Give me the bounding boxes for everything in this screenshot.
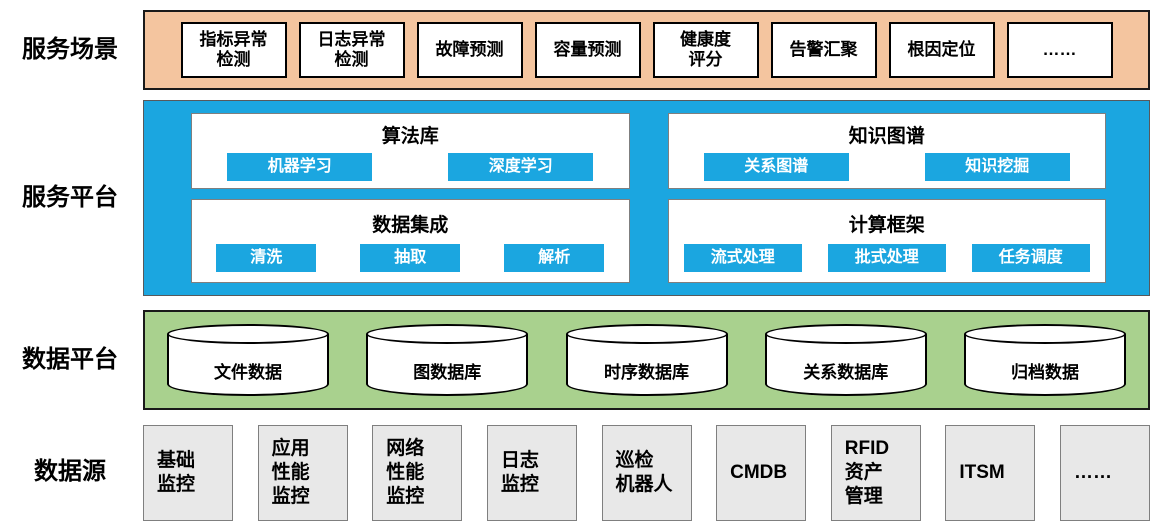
platform-band: 算法库 机器学习 深度学习 知识图谱 关系图谱 知识挖掘 数据集成 清洗 抽取 …: [143, 100, 1150, 296]
scenarios-band: 指标异常 检测 日志异常 检测 故障预测 容量预测 健康度 评分 告警汇聚 根因…: [143, 10, 1150, 90]
layer-label-data-platform: 数据平台: [22, 346, 118, 373]
panel-button-row: 关系图谱 知识挖掘: [669, 152, 1106, 181]
panel-button-row: 清洗 抽取 解析: [192, 244, 629, 272]
layer-label-scenarios: 服务场景: [22, 36, 118, 63]
source-box-rfid-assets: RFID 资产 管理: [830, 425, 921, 521]
scenario-box-root-cause: 根因定位: [888, 22, 995, 78]
panel-button-row: 机器学习 深度学习: [192, 152, 629, 181]
cylinder-lid: [764, 324, 927, 344]
layer-label-data-sources: 数据源: [34, 458, 106, 485]
source-box-apm: 应用 性能 监控: [257, 425, 348, 521]
database-cylinder-archive-data: 归档数据: [964, 324, 1126, 396]
source-box-itsm: ITSM: [945, 425, 1036, 521]
source-box-basic-monitoring: 基础 监控: [143, 425, 233, 521]
cylinder-body: [366, 334, 529, 396]
platform-chip-task-scheduling: 任务调度: [971, 244, 1090, 272]
scenario-box-log-anomaly: 日志异常 检测: [298, 22, 405, 78]
platform-chip-extraction: 抽取: [360, 244, 461, 272]
cylinder-label: 关系数据库: [803, 363, 889, 382]
source-box-log-monitoring: 日志 监控: [486, 425, 577, 521]
cylinder-label: 图数据库: [413, 363, 482, 382]
layer-label-platform: 服务平台: [22, 184, 118, 211]
cylinder-lid: [565, 324, 728, 344]
cylinder-body: [565, 334, 728, 396]
cylinder-lid: [167, 324, 329, 344]
panel-algorithm-library: 算法库 机器学习 深度学习: [191, 113, 630, 189]
platform-chip-stream-processing: 流式处理: [683, 244, 802, 272]
platform-chip-relation-graph: 关系图谱: [703, 152, 849, 181]
database-cylinder-relational-db: 关系数据库: [764, 324, 927, 396]
platform-chip-machine-learning: 机器学习: [227, 152, 373, 181]
database-cylinder-graph-db: 图数据库: [366, 324, 529, 396]
panel-title: 计算框架: [848, 215, 925, 236]
cylinder-lid: [964, 324, 1126, 344]
source-box-cmdb: CMDB: [716, 425, 807, 521]
panel-button-row: 流式处理 批式处理 任务调度: [669, 244, 1106, 272]
database-cylinder-timeseries-db: 时序数据库: [565, 324, 728, 396]
panel-title: 知识图谱: [848, 126, 925, 148]
scenario-box-capacity: 容量预测: [534, 22, 641, 78]
panel-title: 数据集成: [372, 215, 449, 236]
scenario-box-more: ……: [1006, 22, 1113, 78]
platform-chip-cleaning: 清洗: [216, 244, 317, 272]
cylinder-body: [167, 334, 329, 396]
platform-chip-batch-processing: 批式处理: [827, 244, 946, 272]
panel-knowledge-graph: 知识图谱 关系图谱 知识挖掘: [667, 113, 1106, 189]
cylinder-body: [964, 334, 1126, 396]
data-sources-row: 基础 监控 应用 性能 监控 网络 性能 监控 日志 监控 巡检 机器人 CMD…: [143, 425, 1150, 521]
scenario-box-metric-anomaly: 指标异常 检测: [180, 22, 287, 78]
panel-data-integration: 数据集成 清洗 抽取 解析: [191, 199, 630, 283]
platform-chip-parsing: 解析: [504, 244, 605, 272]
cylinder-lid: [366, 324, 529, 344]
panel-computing-framework: 计算框架 流式处理 批式处理 任务调度: [667, 199, 1106, 283]
cylinder-body: [764, 334, 927, 396]
platform-chip-knowledge-mining: 知识挖掘: [924, 152, 1070, 181]
platform-chip-deep-learning: 深度学习: [448, 152, 594, 181]
source-box-npm: 网络 性能 监控: [372, 425, 463, 521]
source-box-inspection-robot: 巡检 机器人: [601, 425, 692, 521]
cylinder-label: 时序数据库: [604, 363, 689, 382]
source-box-more: ……: [1060, 425, 1150, 521]
cylinder-label: 文件数据: [214, 363, 282, 382]
scenario-box-health-score: 健康度 评分: [652, 22, 759, 78]
cylinder-label: 归档数据: [1011, 363, 1079, 382]
data-platform-band: 文件数据 图数据库 时序数据库 关系数据库 归档数据: [143, 310, 1150, 410]
scenario-box-fault-prediction: 故障预测: [416, 22, 523, 78]
panel-title: 算法库: [381, 126, 439, 148]
scenario-box-alert-aggregation: 告警汇聚: [770, 22, 877, 78]
database-cylinder-file-data: 文件数据: [167, 324, 329, 396]
